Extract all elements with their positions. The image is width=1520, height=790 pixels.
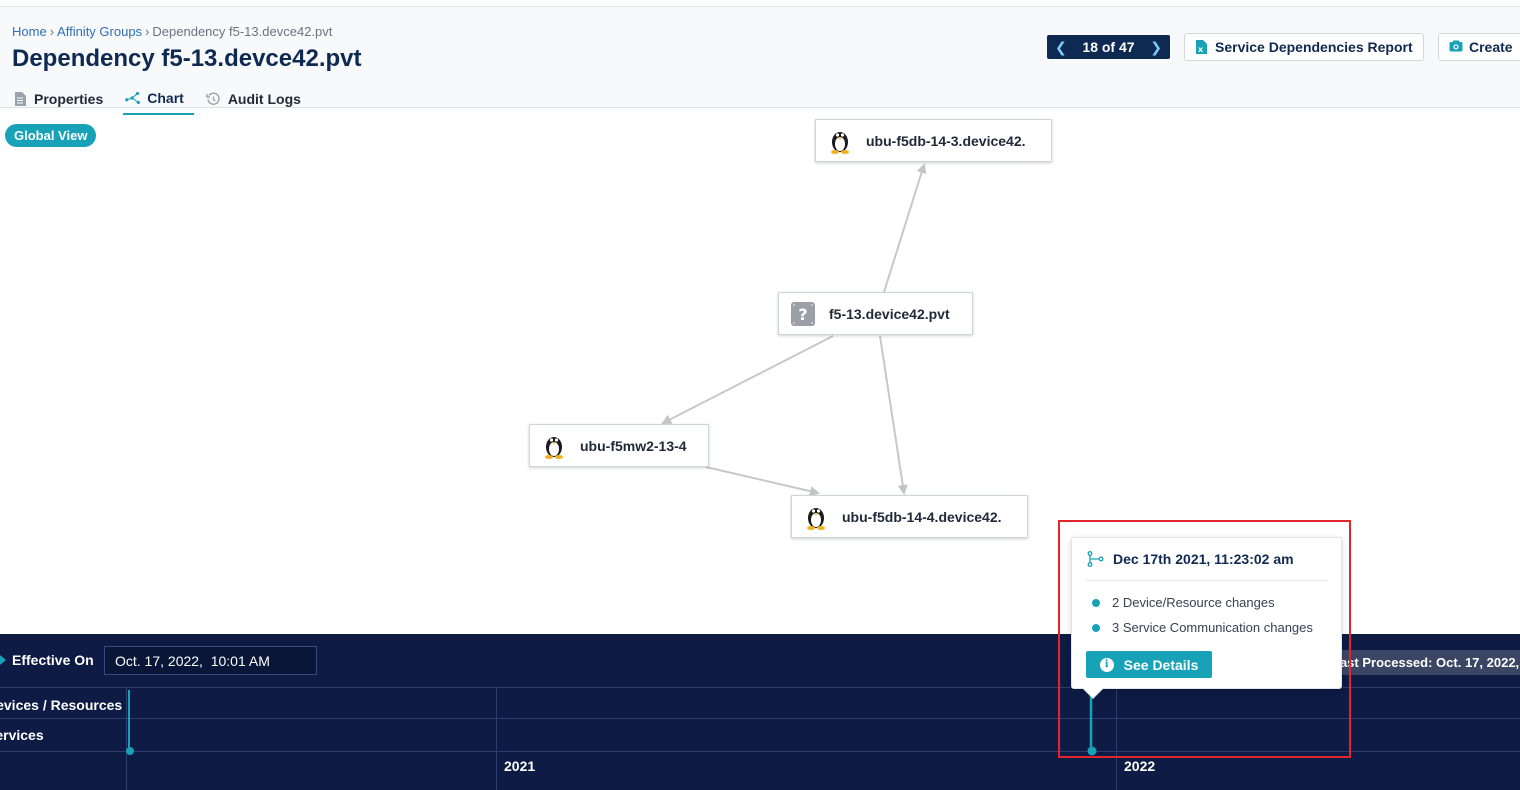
history-icon [206, 91, 222, 107]
bullet-dot [1092, 623, 1100, 632]
row-label: Services [0, 727, 44, 743]
document-icon [12, 91, 28, 107]
button-label: See Details [1123, 656, 1199, 673]
tab-label: Chart [147, 90, 184, 106]
node-label: f5-13.device42.pvt [829, 305, 950, 322]
tab-bar: Properties Chart Audit Logs [12, 83, 323, 115]
edge-center-to-left [661, 335, 834, 424]
camera-icon [1449, 40, 1463, 54]
timeline-panel: Effective On Last Processed: Oct. 17, 20… [0, 634, 1520, 790]
breadcrumb-separator: › [49, 24, 55, 39]
global-view-button[interactable]: Global View [5, 124, 97, 147]
breadcrumb-home[interactable]: Home [12, 24, 47, 39]
node-label: ubu-f5db-14-4.device42. [842, 508, 1002, 525]
tab-label: Properties [34, 91, 104, 107]
create-button[interactable]: Create [1438, 33, 1520, 61]
graph-node-ubu-f5db-14-4[interactable]: ubu-f5db-14-4.device42. [791, 495, 1028, 538]
timeline-marker-start-dot[interactable] [126, 747, 134, 755]
breadcrumb-current: Dependency f5-13.devce42.pvt [152, 24, 333, 39]
node-label: ubu-f5mw2-13-4 [580, 437, 687, 454]
last-processed-badge: Last Processed: Oct. 17, 2022, [1336, 650, 1520, 675]
svg-text:?: ? [798, 305, 807, 324]
graph-node-f5-13[interactable]: ? f5-13.device42.pvt [778, 292, 973, 335]
node-label: ubu-f5db-14-3.device42. [866, 132, 1026, 149]
service-dependencies-report-button[interactable]: x Service Dependencies Report [1184, 33, 1424, 61]
effective-on-label: Effective On [0, 652, 94, 668]
graph-edges [661, 163, 927, 497]
linux-penguin-icon [828, 128, 852, 154]
pager-label: 18 of 47 [1082, 39, 1135, 55]
timeline-row-devices: Devices / Resources [0, 697, 122, 713]
timeline-row-services: Services [0, 727, 44, 743]
linux-penguin-icon [542, 433, 566, 459]
effective-on-text: Effective On [12, 652, 94, 668]
see-details-button[interactable]: i See Details [1086, 651, 1212, 678]
row-label: Devices / Resources [0, 697, 123, 713]
timeline-gridline [0, 751, 1520, 752]
network-chart-icon [125, 90, 141, 106]
tooltip-header: Dec 17th 2021, 11:23:02 am [1086, 551, 1328, 581]
top-divider [0, 6, 1520, 7]
unknown-device-icon: ? [791, 301, 815, 327]
page-title: Dependency f5-13.devce42.pvt [12, 45, 362, 72]
change-tooltip: Dec 17th 2021, 11:23:02 am 2 Device/Reso… [1071, 537, 1342, 699]
breadcrumb-separator: › [145, 24, 150, 39]
dependency-graph: ubu-f5db-14-3.device42. ? f5-13.device42… [0, 108, 1520, 634]
tooltip-date: Dec 17th 2021, 11:23:02 am [1113, 551, 1294, 567]
graph-node-ubu-f5mw2-13-4[interactable]: ubu-f5mw2-13-4 [529, 424, 709, 467]
timeline-gridline [0, 687, 1520, 688]
page-header: Home›Affinity Groups›Dependency f5-13.de… [0, 7, 1520, 115]
tooltip-list-item: 2 Device/Resource changes [1092, 595, 1275, 610]
timeline-gridline [0, 718, 1520, 719]
edge-center-to-bottom [879, 335, 908, 495]
button-label: Create [1469, 39, 1513, 55]
timeline-markers [126, 690, 1097, 756]
svg-text:x: x [1198, 45, 1204, 54]
linux-penguin-icon [804, 504, 828, 530]
edge-left-to-bottom [705, 466, 820, 497]
caret-right-icon [0, 655, 6, 665]
tab-properties[interactable]: Properties [12, 83, 113, 115]
timeline-gridline [1116, 687, 1117, 790]
timeline-marker-selected-dot[interactable] [1087, 746, 1097, 756]
last-processed-text: Last Processed: Oct. 17, 2022, [1336, 655, 1520, 670]
branch-icon [1086, 551, 1104, 569]
timeline-year-2021: 2021 [504, 758, 536, 774]
chevron-left-icon[interactable]: ❮ [1055, 38, 1067, 55]
tab-audit-logs[interactable]: Audit Logs [206, 83, 311, 115]
graph-node-ubu-f5db-14-3[interactable]: ubu-f5db-14-3.device42. [815, 119, 1052, 162]
excel-file-icon: x [1195, 40, 1209, 54]
breadcrumb-affinity-groups[interactable]: Affinity Groups [57, 24, 143, 39]
edge-center-to-top [883, 163, 927, 293]
timeline-gridline [496, 687, 497, 790]
chevron-right-icon[interactable]: ❯ [1150, 38, 1162, 55]
tab-chart[interactable]: Chart [123, 83, 194, 115]
timeline-gridline [126, 687, 127, 790]
bullet-dot [1092, 598, 1100, 607]
effective-on-input[interactable] [104, 646, 317, 675]
tooltip-list-item: 3 Service Communication changes [1092, 620, 1313, 635]
button-label: Service Dependencies Report [1215, 39, 1413, 55]
tooltip-item-text: 2 Device/Resource changes [1112, 595, 1275, 610]
tab-label: Audit Logs [227, 91, 301, 107]
record-pager: ❮ 18 of 47 ❯ [1047, 35, 1170, 59]
tooltip-item-text: 3 Service Communication changes [1112, 620, 1313, 635]
breadcrumb: Home›Affinity Groups›Dependency f5-13.de… [12, 24, 332, 39]
info-icon: i [1099, 657, 1114, 672]
timeline-year-2022: 2022 [1124, 758, 1156, 774]
